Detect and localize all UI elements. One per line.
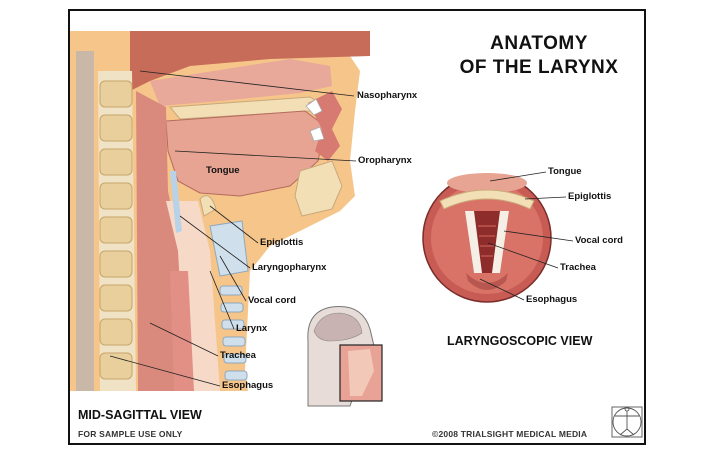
sagittal-view-label: MID-SAGITTAL VIEW xyxy=(78,408,202,422)
label-laryngopharynx: Laryngopharynx xyxy=(252,262,327,273)
scope-label-esophagus: Esophagus xyxy=(526,294,578,305)
vertebra xyxy=(99,216,133,244)
leader-laryngopharynx xyxy=(179,215,251,269)
scope-leader-trachea xyxy=(487,242,559,269)
esophagus-shape xyxy=(170,271,194,391)
teeth xyxy=(305,98,325,142)
label-trachea: Trachea xyxy=(220,350,256,361)
tongue-shape xyxy=(165,110,326,197)
leader-esophagus xyxy=(109,355,221,387)
mandible xyxy=(294,160,343,217)
sample-notice: FOR SAMPLE USE ONLY xyxy=(78,429,183,439)
thumb-brain xyxy=(313,312,363,342)
head-thumbnail-icon xyxy=(307,305,383,407)
skull-base xyxy=(130,31,370,91)
copyright-notice: ©2008 TRIALSIGHT MEDICAL MEDIA xyxy=(432,429,588,439)
label-larynx: Larynx xyxy=(236,323,268,334)
trachea-ring xyxy=(224,370,248,381)
epiglottis-shape xyxy=(199,195,217,217)
trachea-ring xyxy=(221,319,245,330)
scope-vocal-cord-left xyxy=(465,211,482,273)
leader-epiglottis xyxy=(209,205,259,244)
scope-epiglottis xyxy=(439,189,535,210)
anatomy-artwork xyxy=(70,31,643,438)
title-line-2: OF THE LARYNX xyxy=(459,57,619,78)
vertebra xyxy=(99,182,133,210)
label-nasopharynx: Nasopharynx xyxy=(357,90,418,101)
vertebra xyxy=(99,250,133,278)
sagittal-leader-lines xyxy=(109,70,357,387)
leader-larynx xyxy=(209,270,235,330)
leader-trachea xyxy=(149,322,219,357)
scope-leader-lines xyxy=(479,171,574,301)
leader-vocal-cord xyxy=(219,255,247,302)
scope-label-trachea: Trachea xyxy=(560,262,596,273)
vertebra xyxy=(99,352,133,380)
vessel-strip xyxy=(170,171,182,233)
scope-leader-tongue xyxy=(489,171,547,182)
spinal-cord xyxy=(76,51,94,391)
trachea-ring xyxy=(223,353,247,364)
vertebra xyxy=(99,148,133,176)
vertebra xyxy=(99,80,133,108)
label-oropharynx: Oropharynx xyxy=(358,155,412,166)
leader-nasopharynx xyxy=(139,70,355,97)
scope-label-epiglottis: Epiglottis xyxy=(568,191,612,202)
scope-label-tongue: Tongue xyxy=(548,166,582,177)
pharynx-wall xyxy=(136,91,182,391)
trachea-ring xyxy=(222,336,246,347)
vertebra xyxy=(99,284,133,312)
logo-circle xyxy=(612,407,642,437)
diagram-frame: ANATOMY OF THE LARYNX Nasopharynx Oropha… xyxy=(68,9,646,445)
scope-leader-vocal-cord xyxy=(503,230,574,242)
laryngoscopic-view-label: LARYNGOSCOPIC VIEW xyxy=(447,334,593,348)
scope-vocal-cord-right xyxy=(492,211,509,273)
scope-esophagus xyxy=(466,273,508,290)
airway xyxy=(166,201,220,391)
title-line-1: ANATOMY xyxy=(490,33,588,54)
sagittal-illustration xyxy=(70,31,370,391)
trachea-ring xyxy=(219,285,243,296)
logo-leg-left xyxy=(619,428,628,436)
logo-head xyxy=(624,406,630,412)
trachea-ring xyxy=(220,302,244,313)
leader-oropharynx xyxy=(174,150,357,162)
label-tongue: Tongue xyxy=(206,165,240,176)
label-esophagus: Esophagus xyxy=(222,380,274,391)
label-vocal-cord: Vocal cord xyxy=(248,295,296,306)
scope-leader-esophagus xyxy=(479,278,525,301)
scope-trachea-rings xyxy=(478,225,496,257)
label-epiglottis: Epiglottis xyxy=(260,237,304,248)
scope-leader-epiglottis xyxy=(524,196,567,200)
laryngoscopic-illustration xyxy=(422,173,552,303)
vitruvian-logo-icon xyxy=(611,406,643,438)
vertebrae xyxy=(99,80,133,380)
trachea-rings xyxy=(219,285,248,381)
thumb-inset-detail xyxy=(348,349,374,396)
vertebra xyxy=(99,318,133,346)
logo-leg-right xyxy=(626,428,635,436)
scope-label-vocal-cord: Vocal cord xyxy=(575,235,623,246)
vertebra xyxy=(99,114,133,142)
